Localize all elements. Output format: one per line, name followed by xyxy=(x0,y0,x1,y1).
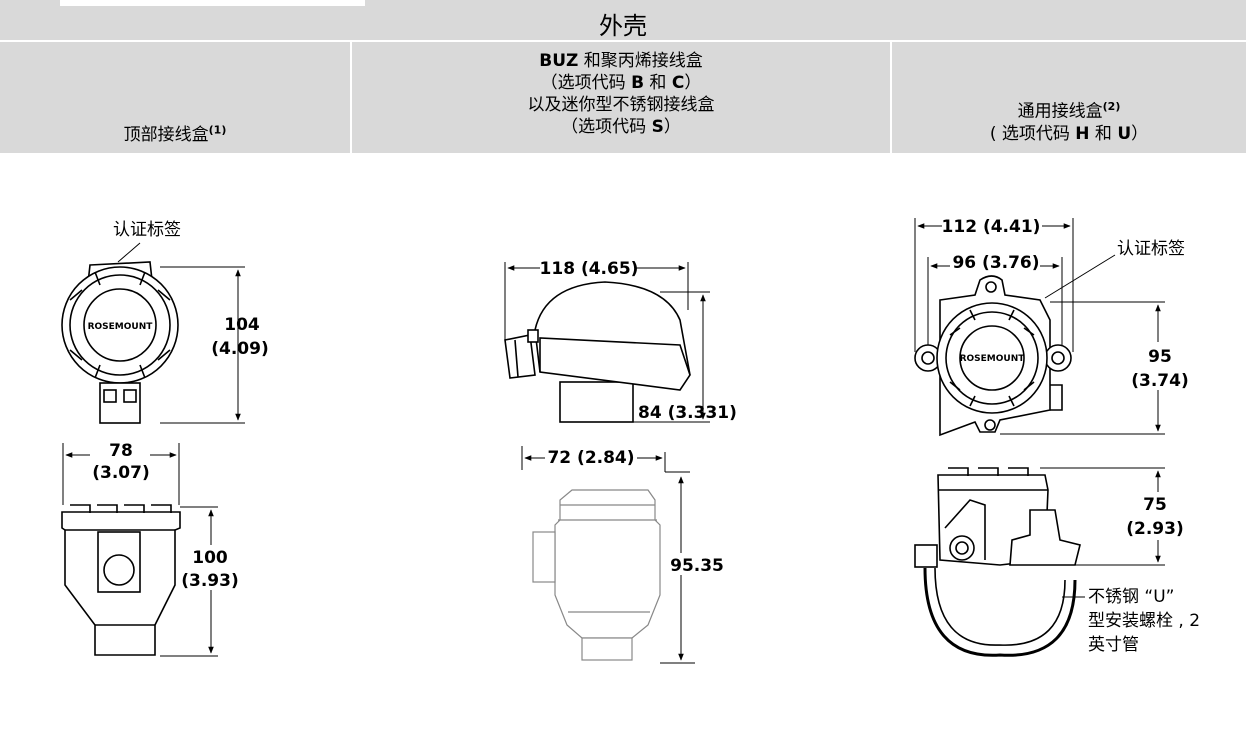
dim-buz-width: 118 (4.65) xyxy=(540,259,639,279)
dim-112-bg xyxy=(942,214,1042,236)
top-housing-footnote: (1) xyxy=(208,123,227,137)
option-c: C xyxy=(671,73,685,93)
buz-option-suffix: ） xyxy=(684,73,702,93)
top-housing-label: 顶部接线盒 xyxy=(123,125,209,145)
mini-option-prefix: （选项代码 xyxy=(561,117,652,137)
column-buz-housing: BUZ 和聚丙烯接线盒 （选项代码 B 和 C） 以及迷你型不锈钢接线盒 （选项… xyxy=(352,42,890,153)
title-row: 外壳 xyxy=(0,0,1246,42)
column-header-buz: BUZ 和聚丙烯接线盒 （选项代码 B 和 C） 以及迷你型不锈钢接线盒 （选项… xyxy=(352,50,890,138)
dim-uni-width-inner: 96 (3.76) xyxy=(952,253,1039,273)
dim-uni-height: 95 xyxy=(1148,347,1172,367)
table-header: 外壳 顶部接线盒(1) BUZ 和聚丙烯接线盒 （选项代码 B 和 C） 以及迷… xyxy=(0,0,1246,153)
dim-uni-height-in: (3.74) xyxy=(1131,371,1188,391)
buz-label: 和聚丙烯接线盒 xyxy=(578,51,703,71)
dim-75-bg xyxy=(1125,492,1185,540)
ubolt-label-line3: 英寸管 xyxy=(1088,635,1139,655)
dim-top-body: 100 xyxy=(192,548,228,568)
top-housing-side-drawing xyxy=(61,504,181,656)
buz-code: BUZ xyxy=(539,51,579,71)
column-header-universal: 通用接线盒(2) ( 选项代码 H 和 U） xyxy=(892,96,1246,145)
ubolt-label-line1: 不锈钢 “U” xyxy=(1088,587,1174,607)
header-tab xyxy=(60,0,365,6)
dim-uni-width-outer: 112 (4.41) xyxy=(942,217,1041,237)
page-title: 外壳 xyxy=(599,12,647,40)
cert-label-right-leader xyxy=(1044,254,1116,299)
universal-housing-front-drawing xyxy=(914,275,1072,437)
column-universal-housing: 通用接线盒(2) ( 选项代码 H 和 U） xyxy=(892,42,1246,153)
dim-top-height: 104 xyxy=(224,315,260,335)
uni-option-and: 和 xyxy=(1089,124,1118,144)
dim-100-bg xyxy=(180,545,240,590)
dim-104-line xyxy=(160,266,245,424)
column-top-housing: 顶部接线盒(1) xyxy=(0,42,350,153)
option-u: U xyxy=(1117,124,1132,144)
dim-uni-body: 75 xyxy=(1143,495,1167,515)
brand-logo-left: ROSEMOUNT xyxy=(88,322,154,332)
dim-top-width: 78 xyxy=(109,441,133,461)
universal-housing-side-drawing xyxy=(914,467,1081,657)
dim-95-35-bg xyxy=(668,553,726,575)
column-separator xyxy=(350,42,352,153)
universal-footnote: (2) xyxy=(1102,100,1121,114)
column-header-top: 顶部接线盒(1) xyxy=(0,120,350,145)
uni-option-prefix: ( 选项代码 xyxy=(989,124,1076,144)
dim-mini-height: 95.35 xyxy=(670,556,724,576)
option-h: H xyxy=(1075,124,1090,144)
dim-uni-body-in: (2.93) xyxy=(1126,519,1183,539)
dim-top-width-in: (3.07) xyxy=(92,463,149,483)
option-b: B xyxy=(631,73,645,93)
top-housing-front-drawing xyxy=(61,261,179,424)
ubolt-label-line2: 型安装螺栓 , 2 xyxy=(1088,611,1200,631)
dim-top-body-in: (3.93) xyxy=(181,571,238,591)
dim-84-line xyxy=(633,291,710,423)
buz-option-prefix: （选项代码 xyxy=(540,73,632,93)
column-separator xyxy=(890,42,892,153)
cert-label-left: 认证标签 xyxy=(113,220,181,240)
brand-logo-right: ROSEMOUNT xyxy=(960,354,1026,364)
dim-72-bg xyxy=(545,446,637,468)
dim-top-height-in: (4.09) xyxy=(211,339,268,359)
buz-housing-drawing xyxy=(504,281,691,423)
universal-label: 通用接线盒 xyxy=(1017,102,1103,122)
mini-housing-label: 以及迷你型不锈钢接线盒 xyxy=(527,95,715,115)
dim-mini-width: 72 (2.84) xyxy=(547,448,634,468)
dim-95-bg xyxy=(1128,342,1190,390)
option-s: S xyxy=(651,117,664,137)
buz-option-and: 和 xyxy=(644,73,672,93)
cert-label-left-leader xyxy=(117,242,141,263)
mini-option-suffix: ） xyxy=(663,117,681,137)
mini-housing-drawing xyxy=(532,489,661,661)
cert-label-right: 认证标签 xyxy=(1117,239,1185,259)
dim-buz-height: 84 (3.331) xyxy=(638,403,737,423)
uni-option-suffix: ） xyxy=(1131,124,1149,144)
dim-118-bg xyxy=(540,256,635,278)
dim-96-bg xyxy=(950,252,1040,274)
dim-78-bg xyxy=(90,440,150,480)
